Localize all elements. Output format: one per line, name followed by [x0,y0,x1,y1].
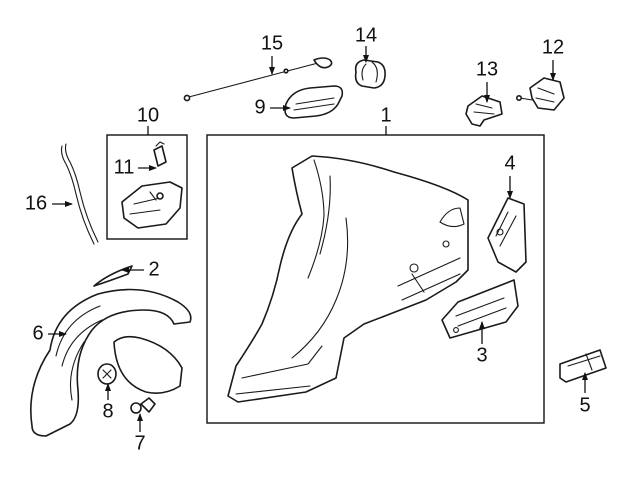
lock-rod-part[interactable] [153,141,167,167]
callout-11: 11 [114,156,135,178]
fuel-door-part[interactable] [284,85,344,119]
callout-1: 1 [380,104,391,126]
wheelhouse-liner-part[interactable] [30,288,192,437]
garnish-part[interactable] [559,349,607,383]
extension-part[interactable] [441,279,519,339]
callout-13: 13 [476,58,498,80]
fuel-door-housing-part[interactable] [354,59,386,89]
fuel-door-bracket-part[interactable] [121,181,183,229]
callout-15: 15 [261,32,283,54]
callout-16: 16 [25,192,47,214]
callout-12: 12 [542,36,564,58]
callout-2: 2 [148,258,159,280]
callout-7: 7 [134,432,145,454]
callout-9: 9 [254,96,265,118]
actuator-part[interactable] [515,77,565,111]
callout-8: 8 [102,400,113,422]
callout-4: 4 [504,152,515,174]
retainer-part[interactable] [130,397,156,414]
callout-6: 6 [32,322,43,344]
callout-5: 5 [579,394,590,416]
gusset-part[interactable] [487,197,527,273]
weatherstrip-part[interactable] [60,143,99,245]
bracket-part[interactable] [465,95,503,127]
group-box-1 [206,134,545,424]
release-cable-part[interactable] [183,57,333,102]
group-box-10 [106,134,188,240]
callout-10: 10 [137,104,159,126]
callout-3: 3 [476,344,487,366]
push-clip-part[interactable] [97,363,117,385]
reinforcement-part[interactable] [93,265,133,287]
quarter-panel-part[interactable] [227,155,469,403]
callout-14: 14 [355,24,377,46]
